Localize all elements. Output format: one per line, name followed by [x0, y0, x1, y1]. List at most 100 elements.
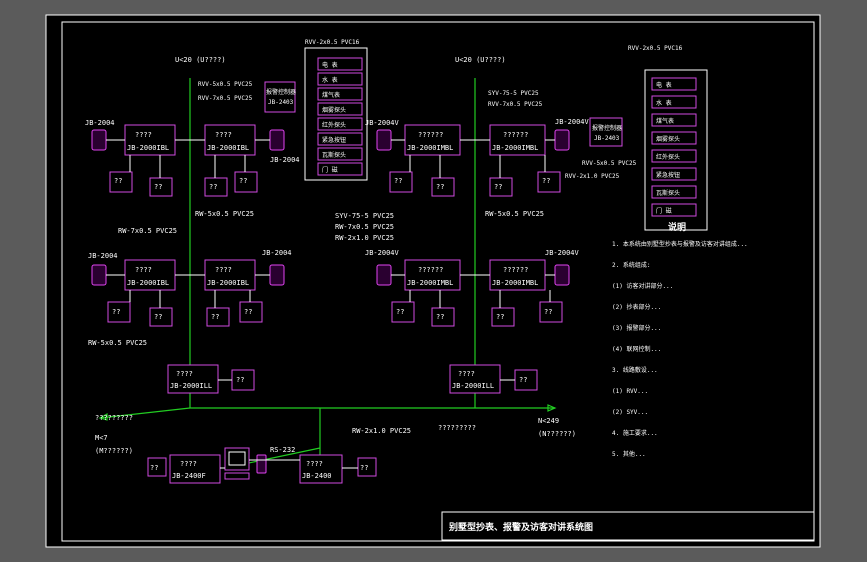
left-sensor-box [317, 147, 363, 161]
small-q-tl1: ?? [114, 177, 122, 185]
heading-right: U<20 (U????) [455, 56, 506, 64]
cable-rvv-mid2: RVV-7x0.5 PVC25 [198, 95, 253, 102]
notes-line: (2) 抄表部分... [612, 303, 661, 311]
module-label-ml2: JB-2000IBL [207, 279, 249, 287]
small-q-ml4: ?? [244, 308, 252, 316]
module-q-tr2: ?????? [503, 131, 528, 139]
small-q-ml3: ?? [211, 313, 219, 321]
right-sensor-box [651, 149, 697, 163]
right-sensor-label: 水 表 [656, 99, 672, 107]
device-label-jb2004-d: JB-2004 [262, 249, 292, 257]
label-n249-sub: (N??????) [538, 430, 576, 438]
cable-rvv-mid1: RVV-5x0.5 PVC25 [198, 81, 253, 88]
left-sensor-label: 红外探头 [322, 121, 346, 129]
left-sensor-label: 电 表 [322, 61, 338, 69]
module-q-ml2: ???? [215, 266, 232, 274]
alarm-controller-left [264, 81, 296, 113]
module-q-tl2: ???? [215, 131, 232, 139]
module-label-lr: JB-2000ILL [452, 382, 494, 390]
phone-icon [91, 264, 107, 286]
phone-icon [269, 264, 285, 286]
right-sensor-box [651, 95, 697, 109]
module-label-tl1: JB-2000IBL [127, 144, 169, 152]
left-sensor-box [317, 57, 363, 71]
right-sensor-label: 瓦斯探头 [656, 189, 680, 197]
right-sensor-label: 门 磁 [656, 207, 672, 215]
device-label-jb2004-a: JB-2004 [85, 119, 115, 127]
module-label-mr2: JB-2000IMBL [492, 279, 538, 287]
right-sensor-box [651, 203, 697, 217]
small-q-mr2: ?? [436, 313, 444, 321]
module-q-ll: ???? [176, 370, 193, 378]
small-q-ll: ?? [236, 376, 244, 384]
phone-icon [376, 129, 392, 151]
notes-line: (1) RVV... [612, 388, 648, 395]
device-label-jb2004v-c: JB-2004V [365, 249, 400, 257]
small-q-ml2: ?? [154, 313, 162, 321]
device-label-jb2004-c: JB-2004 [88, 252, 118, 260]
module-jb2000ibl-tl2 [204, 124, 256, 156]
small-q-tr2: ?? [436, 183, 444, 191]
module-q-lr: ???? [458, 370, 475, 378]
left-sensor-label: 紧急按钮 [322, 136, 346, 144]
right-sensor-box [651, 185, 697, 199]
cable-rw-trunk-right: RW-5x0.5 PVC25 [485, 210, 544, 218]
small-q-ml1: ?? [112, 308, 120, 316]
left-sensor-box [317, 162, 363, 176]
cable-rw-bus: RW-2x1.0 PVC25 [352, 427, 411, 435]
cable-syv-block3: RW-2x1.0 PVC25 [335, 234, 394, 242]
small-q-tr3: ?? [494, 183, 502, 191]
module-label-c2: JB-2400 [302, 472, 332, 480]
drawing-inner-border [61, 21, 815, 542]
module-q-tr1: ?????? [418, 131, 443, 139]
left-sensor-label: 水 表 [322, 76, 338, 84]
right-sensor-label: 烟雾探头 [656, 135, 680, 143]
sensor-panel-right [644, 69, 708, 231]
device-label-jb2004v-d: JB-2004V [545, 249, 580, 257]
cable-rvv-right3: RVV-5x0.5 PVC25 [582, 160, 637, 167]
left-sensor-label: 烟雾探头 [322, 106, 346, 114]
small-q-tl2: ?? [154, 183, 162, 191]
module-label-tl2: JB-2000IBL [207, 144, 249, 152]
left-sensor-label: 瓦斯探头 [322, 151, 346, 159]
cable-rvv-top-left: RVV-2x0.5 PVC16 [305, 39, 360, 46]
right-sensor-label: 煤气表 [656, 117, 674, 125]
phone-icon [91, 129, 107, 151]
notes-line: 4. 施工要求... [612, 429, 658, 437]
module-jb2000ibl-tl1 [124, 124, 176, 156]
module-label-ll: JB-2000ILL [170, 382, 212, 390]
module-label-tr2: JB-2000IMBL [492, 144, 538, 152]
drawing-title: 别墅型抄表、报警及访客对讲系统图 [448, 521, 593, 533]
phone-icon [554, 129, 570, 151]
small-q-mr3: ?? [496, 313, 504, 321]
right-sensor-box [651, 113, 697, 127]
label-mid: ????????? [438, 424, 476, 432]
small-q-c2: ?? [360, 464, 368, 472]
module-label-tr1: JB-2000IMBL [407, 144, 453, 152]
label-left-top: ????????? [95, 414, 133, 422]
right-sensor-label: 紧急按钮 [656, 171, 680, 179]
small-q-tr1: ?? [394, 177, 402, 185]
notes-line: 2. 系统组成: [612, 261, 650, 269]
small-q-lr: ?? [519, 376, 527, 384]
module-q-tl1: ???? [135, 131, 152, 139]
notes-line: (2) SYV... [612, 409, 648, 416]
left-sensor-box [317, 72, 363, 86]
right-sensor-label: 电 表 [656, 81, 672, 89]
cable-syv-block1: SYV-75-5 PVC25 [335, 212, 394, 220]
notes-line: (1) 访客对讲部分... [612, 282, 673, 290]
left-sensor-label: 煤气表 [322, 91, 340, 99]
title-block [441, 511, 815, 541]
module-q-mr2: ?????? [503, 266, 528, 274]
module-q-c1: ???? [180, 460, 197, 468]
device-label-jb2004v-b: JB-2004V [555, 118, 590, 126]
small-q-tl3: ?? [209, 183, 217, 191]
label-n249: N<249 [538, 417, 559, 425]
sensor-panel-left [304, 47, 368, 181]
notes-text: 1. 本系统由别墅型抄表与报警及访客对讲组成...2. 系统组成:(1) 访客对… [612, 240, 748, 458]
label-rs232: RS-232 [270, 446, 295, 454]
small-q-c1: ?? [150, 464, 158, 472]
phone-icon [256, 454, 267, 474]
left-sensor-label: 门 磁 [322, 166, 338, 174]
